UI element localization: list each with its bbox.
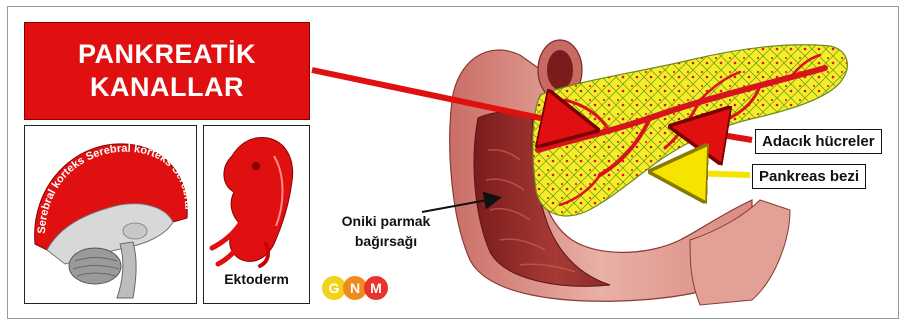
title-line-2: KANALLAR <box>90 71 244 104</box>
logo-letter-m: M <box>370 280 382 296</box>
brain-panel: Serebral korteks Serebral korteks Serebr… <box>24 125 197 304</box>
logo-letter-g: G <box>329 280 340 296</box>
brain-illustration: Serebral korteks Serebral korteks Serebr… <box>25 126 197 304</box>
duodenum-label-line-2: bağırsağı <box>336 231 436 251</box>
pankreas-bezi-label: Pankreas bezi <box>752 164 866 189</box>
adacik-hucreler-label: Adacık hücreler <box>755 129 882 154</box>
cerebellum <box>69 248 121 284</box>
gnm-logo: G N M <box>320 274 400 302</box>
title-box: PANKREATİK KANALLAR <box>24 22 310 120</box>
ektoderm-label: Ektoderm <box>204 271 309 287</box>
duodenum-label-line-1: Oniki parmak <box>336 211 436 231</box>
title-line-1: PANKREATİK <box>78 38 256 71</box>
bezi-arrow <box>660 172 750 175</box>
embryo-panel: Ektoderm <box>203 125 310 304</box>
duodenum-label: Oniki parmak bağırsağı <box>336 211 436 251</box>
logo-letter-n: N <box>350 280 360 296</box>
